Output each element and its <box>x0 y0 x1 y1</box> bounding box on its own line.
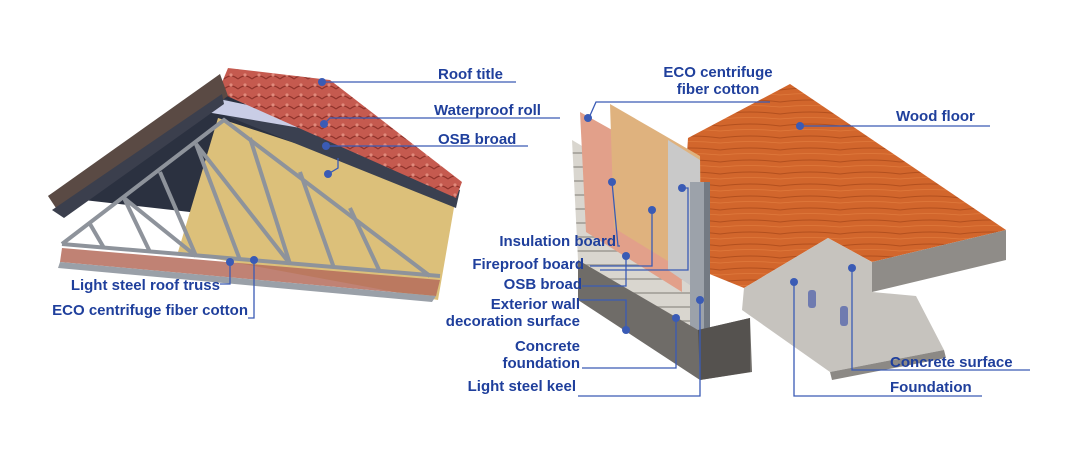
label-light-steel-keel: Light steel keel <box>467 378 576 395</box>
waterproof-roll-layer <box>212 96 460 208</box>
label-concrete-surface: Concrete surface <box>890 354 1013 371</box>
leader-lines <box>220 81 1030 397</box>
label-eco-fiber-cotton-wall-line2: fiber cotton <box>676 81 760 98</box>
label-concrete-foundation-line2: foundation <box>502 355 580 372</box>
wood-floor-surface <box>680 84 1006 288</box>
concrete-surface <box>742 238 944 372</box>
label-exterior-wall-line1: Exterior wall <box>490 296 580 313</box>
label-osb-board-roof: OSB broad <box>438 131 517 148</box>
label-fireproof-board: Fireproof board <box>472 256 584 273</box>
fiber-cotton-floor <box>60 248 440 296</box>
wall-floor-illustration <box>572 84 1006 380</box>
label-insulation-board: Insulation board <box>499 233 616 250</box>
osb-layer <box>178 118 456 300</box>
label-concrete-foundation-line1: Concrete <box>514 338 580 355</box>
label-light-steel-roof-truss: Light steel roof truss <box>70 277 220 294</box>
label-wood-floor: Wood floor <box>896 108 975 125</box>
label-waterproof-roll: Waterproof roll <box>434 102 541 119</box>
label-osb-board-wall: OSB broad <box>503 276 582 293</box>
roof-left-slope <box>48 74 228 214</box>
label-eco-fiber-cotton-wall-line1: ECO centrifuge <box>663 64 773 81</box>
light-steel-keel <box>690 182 704 332</box>
leader-dots <box>226 78 856 334</box>
roof-illustration <box>48 68 462 302</box>
label-exterior-wall-line2: decoration surface <box>445 313 580 330</box>
label-foundation: Foundation <box>890 379 972 396</box>
label-eco-fiber-cotton-roof: ECO centrifuge fiber cotton <box>52 302 248 319</box>
label-roof-tile: Roof title <box>438 66 503 83</box>
